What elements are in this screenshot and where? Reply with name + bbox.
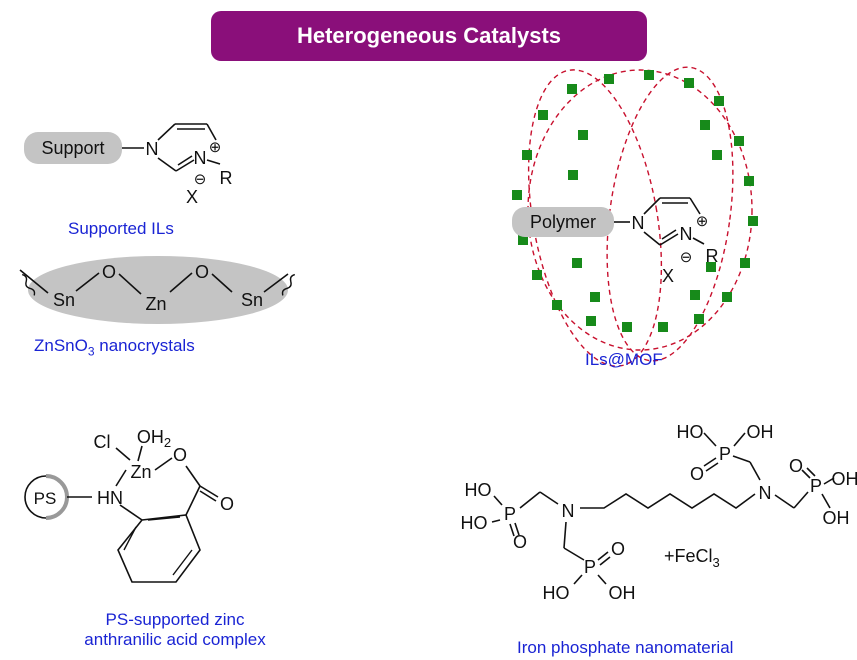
page-title: Heterogeneous Catalysts [296, 23, 562, 48]
atom-sn-left: Sn [53, 290, 75, 310]
ps-zinc-structure: PS HN Zn Cl OH2 O O [24, 427, 234, 583]
support-label: Support [41, 138, 104, 158]
znsno3-structure: Sn O Zn O Sn [19, 256, 296, 324]
atom-p-bottom: P [584, 557, 596, 577]
atom-p-right: P [810, 476, 822, 496]
atom-oh-right2: OH [823, 508, 850, 528]
atom-o-right: O [195, 262, 209, 282]
caption-ils-mof: ILs@MOF [585, 350, 663, 369]
plus-charge: ⊕ [696, 213, 709, 230]
atom-ho-top: HO [677, 422, 704, 442]
atom-x: X [186, 187, 198, 207]
mof-structure: Polymer N N ⊕ R ⊖ X [512, 66, 758, 367]
atom-n: N [632, 213, 645, 233]
atom-oh-top: OH [747, 422, 774, 442]
minus-charge: ⊖ [680, 249, 693, 266]
atom-oh2: OH2 [137, 427, 171, 450]
caption-ps-zinc: PS-supported zinc anthranilic acid compl… [84, 610, 266, 649]
caption-supported-ils: Supported ILs [68, 219, 174, 238]
atom-o-bottom: O [611, 539, 625, 559]
supported-il-structure: Support N N ⊕ R ⊖ X [24, 123, 233, 207]
support-pill [24, 132, 122, 164]
atom-hn: HN [97, 488, 123, 508]
atom-o-right: O [789, 456, 803, 476]
atom-n-plus: N [680, 224, 693, 244]
atom-sn-right: Sn [241, 290, 263, 310]
atom-ho-left1: HO [465, 480, 492, 500]
hexyl-chain [580, 493, 756, 509]
mof-ring-left [527, 69, 663, 367]
atom-ho-left2: HO [461, 513, 488, 533]
polymer-pill [512, 207, 614, 237]
atom-cl: Cl [94, 432, 111, 452]
benzene-ring [117, 514, 201, 583]
atom-n: N [146, 139, 159, 159]
atom-n-right: N [759, 483, 772, 503]
plus-charge: ⊕ [209, 139, 222, 156]
title-banner: Heterogeneous Catalysts [211, 11, 647, 61]
fecl3-label: +FeCl3 [664, 546, 720, 570]
ps-label: PS [34, 489, 57, 508]
minus-charge: ⊖ [194, 171, 207, 188]
atom-n-plus: N [194, 148, 207, 168]
atom-o-link: O [173, 445, 187, 465]
caption-iron-phosphate: Iron phosphate nanomaterial [517, 638, 734, 657]
atom-o-carbonyl: O [220, 494, 234, 514]
atom-zn: Zn [130, 462, 151, 482]
polymer-label: Polymer [530, 212, 596, 232]
mof-nodes [512, 70, 758, 332]
atom-p-left: P [504, 504, 516, 524]
atom-zn: Zn [145, 294, 166, 314]
atom-p-top: P [719, 444, 731, 464]
nanocrystal-ellipse [28, 256, 288, 324]
atom-oh-right1: OH [832, 469, 857, 489]
mof-ring-right [606, 66, 734, 362]
atom-n-left: N [562, 501, 575, 521]
atom-oh-bottom: OH [609, 583, 636, 603]
atom-o-left: O [102, 262, 116, 282]
atom-r: R [706, 246, 719, 266]
atom-ho-bottom: HO [543, 583, 570, 603]
atom-r: R [220, 168, 233, 188]
atom-x: X [662, 266, 674, 286]
atom-o-top: O [690, 464, 704, 484]
atom-o-left: O [513, 532, 527, 552]
iron-phosphate-structure: HO OH P O N P O OH OH N P HO HO O [461, 422, 857, 603]
caption-znsno3: ZnSnO3 nanocrystals [34, 336, 195, 359]
